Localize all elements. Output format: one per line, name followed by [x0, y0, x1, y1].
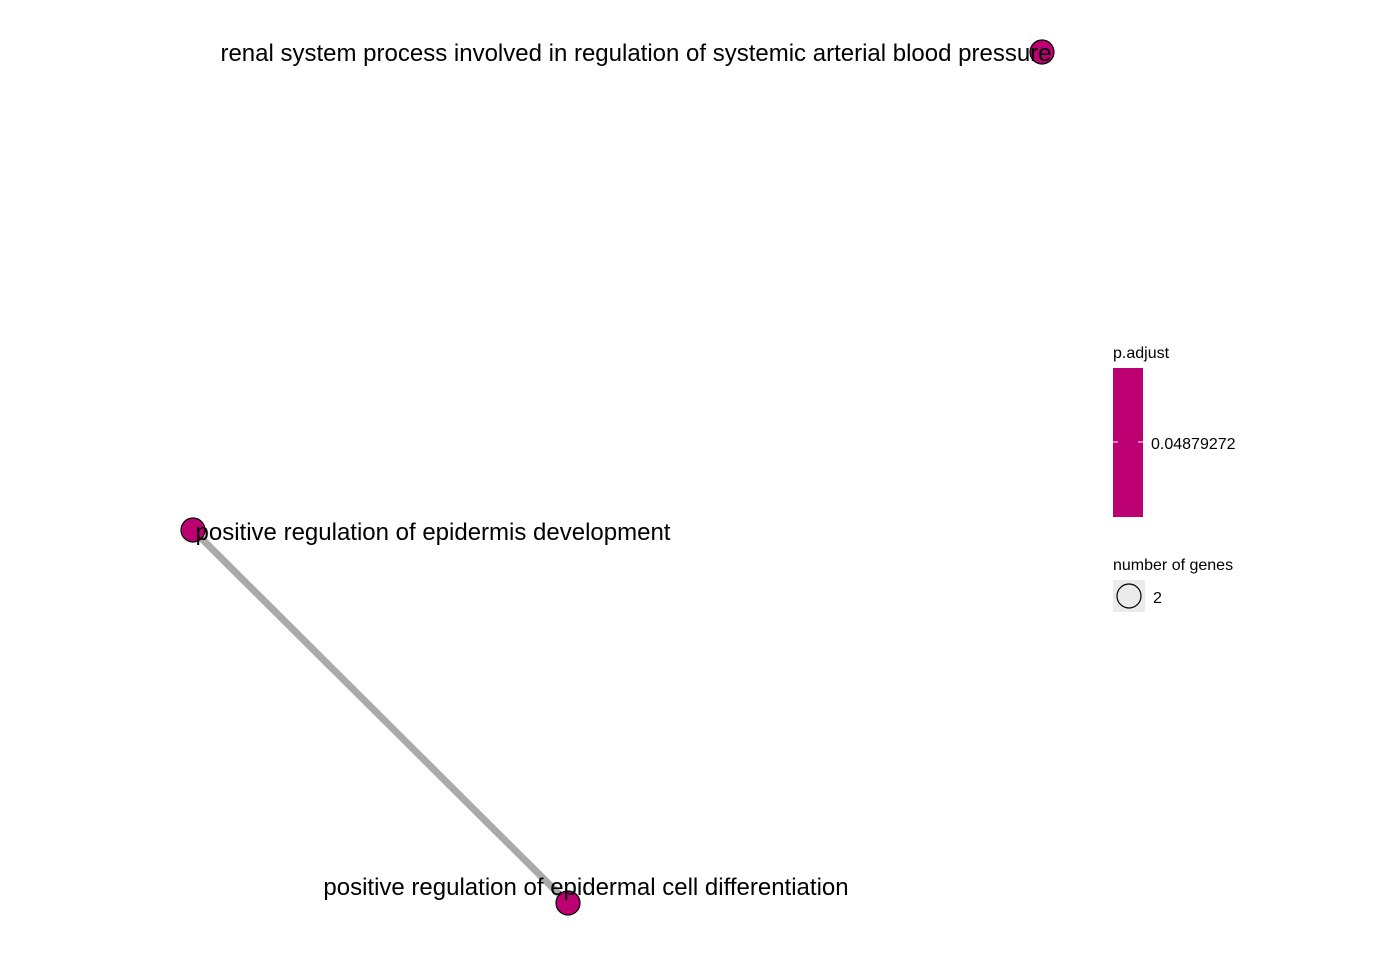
node-label-positive-regulation-of-epidermis-development: positive regulation of epidermis develop… — [196, 519, 671, 546]
node-positive-regulation-of-epidermal-cell-differentiation — [555, 890, 581, 916]
size-legend-value-label: 2 — [1153, 590, 1162, 607]
color-legend: p.adjust 0.04879272 — [1113, 345, 1236, 517]
node-label-renal-system-process: renal system process involved in regulat… — [220, 40, 1051, 67]
size-legend-title: number of genes — [1113, 557, 1233, 574]
edge-epidermis-development-to-epidermal-cell-differentiation — [190, 527, 571, 906]
color-legend-value-label: 0.04879272 — [1151, 436, 1236, 453]
size-legend: number of genes 2 — [1113, 557, 1233, 612]
node-renal-system-process — [1029, 39, 1055, 65]
node-label-positive-regulation-of-epidermal-cell-differentiation: positive regulation of epidermal cell di… — [323, 874, 848, 901]
size-legend-key-circle — [1116, 583, 1142, 609]
node-positive-regulation-of-epidermis-development — [180, 517, 206, 543]
color-legend-title: p.adjust — [1113, 345, 1170, 362]
